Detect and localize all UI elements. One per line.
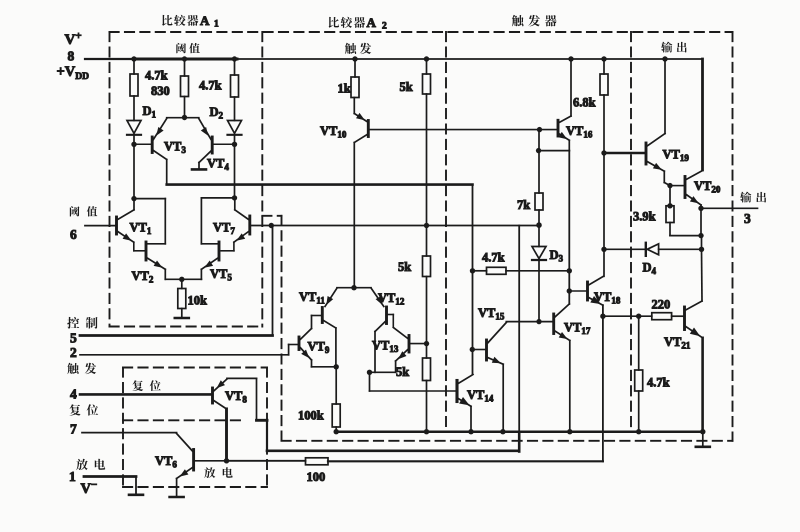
svg-text:7k: 7k (517, 198, 530, 212)
svg-text:VT2: VT2 (132, 269, 154, 285)
svg-text:7: 7 (70, 422, 77, 437)
svg-text:VT6: VT6 (155, 454, 177, 470)
svg-text:5k: 5k (396, 365, 409, 379)
svg-text:8: 8 (68, 49, 75, 64)
svg-text:5k: 5k (398, 260, 411, 274)
svg-text:4.7k: 4.7k (145, 69, 168, 83)
svg-text:830: 830 (151, 84, 170, 98)
svg-text:1: 1 (214, 19, 219, 29)
svg-text:VT4: VT4 (207, 157, 229, 173)
svg-text:5: 5 (70, 331, 77, 346)
svg-text:3.9k: 3.9k (633, 210, 656, 224)
svg-text:4.7k: 4.7k (199, 79, 222, 93)
svg-text:4.7k: 4.7k (482, 251, 505, 265)
svg-text:100k: 100k (298, 409, 324, 423)
svg-text:3: 3 (744, 211, 751, 226)
svg-text:A: A (367, 15, 377, 30)
svg-text:VT1: VT1 (130, 221, 152, 237)
svg-text:VT9: VT9 (308, 340, 330, 356)
svg-text:5k: 5k (400, 80, 413, 94)
svg-text:1: 1 (69, 469, 76, 484)
svg-text:VT5: VT5 (210, 267, 232, 283)
svg-text:2: 2 (70, 345, 77, 360)
svg-text:10k: 10k (188, 294, 208, 308)
svg-text:1k: 1k (338, 82, 351, 96)
svg-text:100: 100 (307, 470, 326, 484)
svg-text:4.7k: 4.7k (647, 376, 670, 390)
svg-text:2: 2 (382, 22, 387, 32)
svg-text:6.8k: 6.8k (573, 96, 596, 110)
svg-text:VT8: VT8 (225, 389, 247, 405)
svg-text:VT7: VT7 (213, 221, 235, 237)
svg-text:4: 4 (70, 387, 77, 402)
svg-text:A: A (200, 13, 210, 28)
svg-text:VT3: VT3 (164, 140, 186, 156)
svg-text:220: 220 (652, 298, 671, 312)
svg-text:6: 6 (70, 227, 77, 242)
